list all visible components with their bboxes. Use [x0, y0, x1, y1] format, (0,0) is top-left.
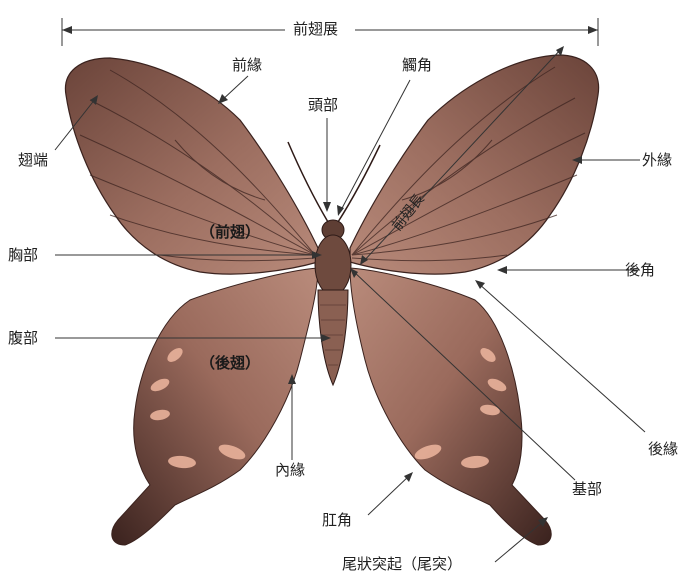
- hindwing-left: [112, 268, 318, 545]
- thorax-label: 胸部: [8, 248, 38, 263]
- tornus-label: 後角: [625, 263, 655, 278]
- forewing-span-label: 前翅展: [293, 22, 338, 37]
- head-label: 頭部: [308, 98, 338, 113]
- tail-label: 尾狀突起（尾突）: [342, 557, 462, 572]
- anal-angle-label: 肛角: [322, 513, 352, 528]
- abdomen-label: 腹部: [8, 331, 38, 346]
- forewing-left: [65, 58, 318, 274]
- apex-label: 翅端: [18, 153, 48, 168]
- antenna-label: 觸角: [402, 58, 432, 73]
- outer-margin-label: 外緣: [642, 153, 672, 168]
- hindwing-label: （後翅）: [200, 356, 260, 371]
- forewing-label: （前翅）: [200, 225, 260, 240]
- hind-margin-label: 後緣: [648, 442, 678, 457]
- base-label: 基部: [572, 482, 602, 497]
- thorax: [315, 235, 351, 295]
- inner-margin-label: 內緣: [275, 463, 305, 478]
- costa-label: 前緣: [232, 58, 262, 73]
- forewing-right: [350, 55, 599, 274]
